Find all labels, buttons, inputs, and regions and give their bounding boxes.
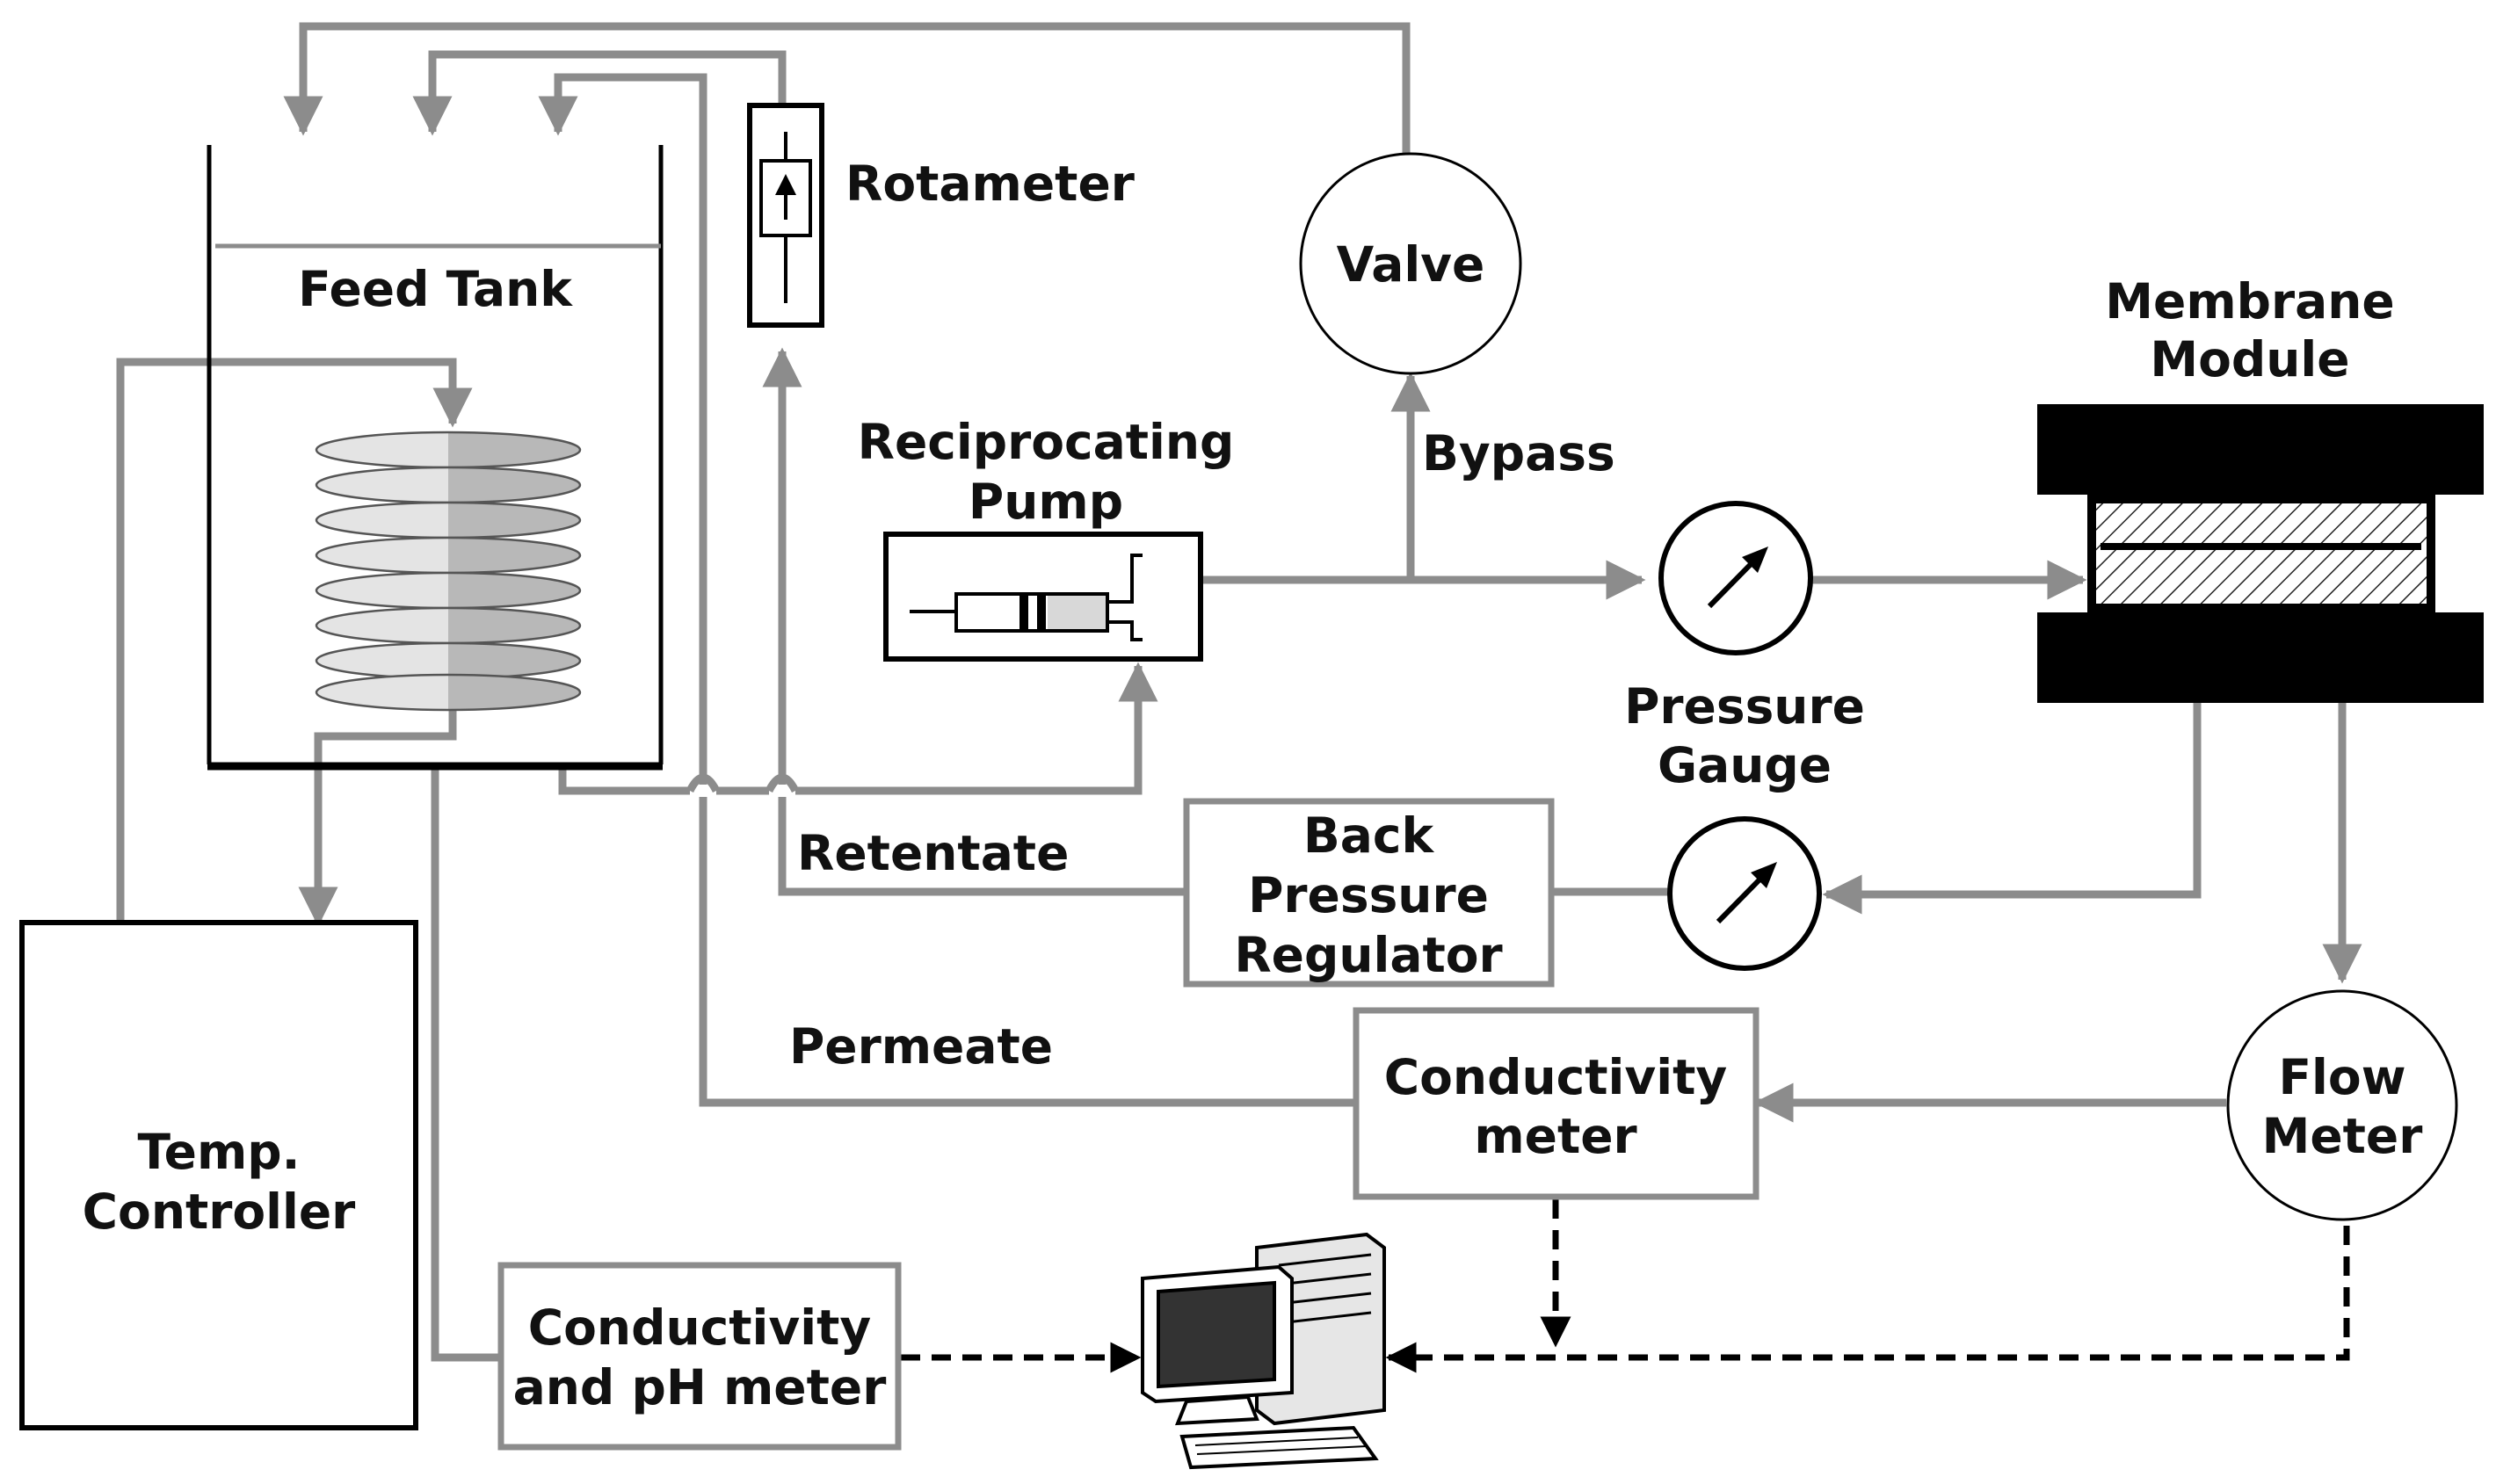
pump-label-line2: Pump — [969, 474, 1123, 530]
feed-tank: Feed Tank — [207, 145, 664, 771]
bpr-label-line3: Regulator — [1234, 927, 1502, 983]
membrane-label-line1: Membrane — [2105, 273, 2394, 329]
pipe-crossovers — [686, 773, 800, 797]
conductivity-ph-meter: Conductivity and pH meter — [497, 1262, 902, 1451]
permeate-label: Permeate — [789, 1018, 1053, 1075]
rotameter-icon — [747, 103, 824, 328]
retentate-label: Retentate — [797, 825, 1069, 881]
bypass-label: Bypass — [1422, 425, 1615, 481]
pressure-gauge-label-line1: Pressure — [1624, 678, 1865, 735]
conductivity-meter: Conductivity meter — [1353, 1007, 1760, 1200]
heating-coil-icon — [315, 431, 582, 712]
temp-controller: Temp. Controller — [19, 920, 418, 1430]
signal-flowmeter-to-computer — [1385, 1226, 2350, 1373]
valve: Valve — [1299, 152, 1522, 375]
pipe-coil-supply — [116, 358, 473, 923]
back-pressure-regulator: Back Pressure Regulator — [1183, 798, 1555, 988]
pressure-gauge-icon — [1658, 501, 1813, 655]
flow-meter-label-line2: Meter — [2262, 1108, 2423, 1164]
back-pressure-gauge — [1667, 816, 1822, 971]
pressure-gauge-label-line2: Gauge — [1658, 737, 1832, 793]
cph-label-line1: Conductivity — [528, 1299, 871, 1356]
rotameter-label: Rotameter — [845, 156, 1135, 212]
valve-label: Valve — [1337, 236, 1485, 293]
pipe-coil-return — [298, 710, 457, 927]
pipe-valve-return — [283, 22, 1411, 154]
conductivity-label-line1: Conductivity — [1384, 1049, 1727, 1105]
bpr-label-line2: Pressure — [1248, 867, 1489, 923]
signal-lines — [901, 1199, 2350, 1373]
flow-meter: Flow Meter — [2226, 989, 2458, 1221]
pipe-rotameter-return — [412, 50, 787, 136]
pipe-permeate-return — [538, 73, 1353, 1107]
flow-meter-label-line1: Flow — [2278, 1049, 2405, 1105]
membrane-label-line2: Module — [2150, 331, 2349, 387]
temp-controller-label-line1: Temp. — [137, 1124, 300, 1180]
pipe-tank-to-pump — [558, 662, 1158, 795]
bpr-label-line1: Back — [1303, 807, 1435, 864]
syringe-pump-icon — [883, 532, 1203, 662]
pipe-tank-to-cph — [431, 764, 501, 1362]
pipe-retentate — [762, 347, 1186, 896]
conductivity-label-line2: meter — [1474, 1108, 1636, 1164]
temp-controller-label-line2: Controller — [83, 1184, 356, 1240]
pump-label-line1: Reciprocating — [858, 414, 1235, 470]
computer-icon — [1141, 1232, 1386, 1470]
membrane-module — [2037, 404, 2484, 703]
cph-label-line2: and pH meter — [513, 1359, 887, 1415]
feed-tank-label: Feed Tank — [298, 261, 573, 317]
